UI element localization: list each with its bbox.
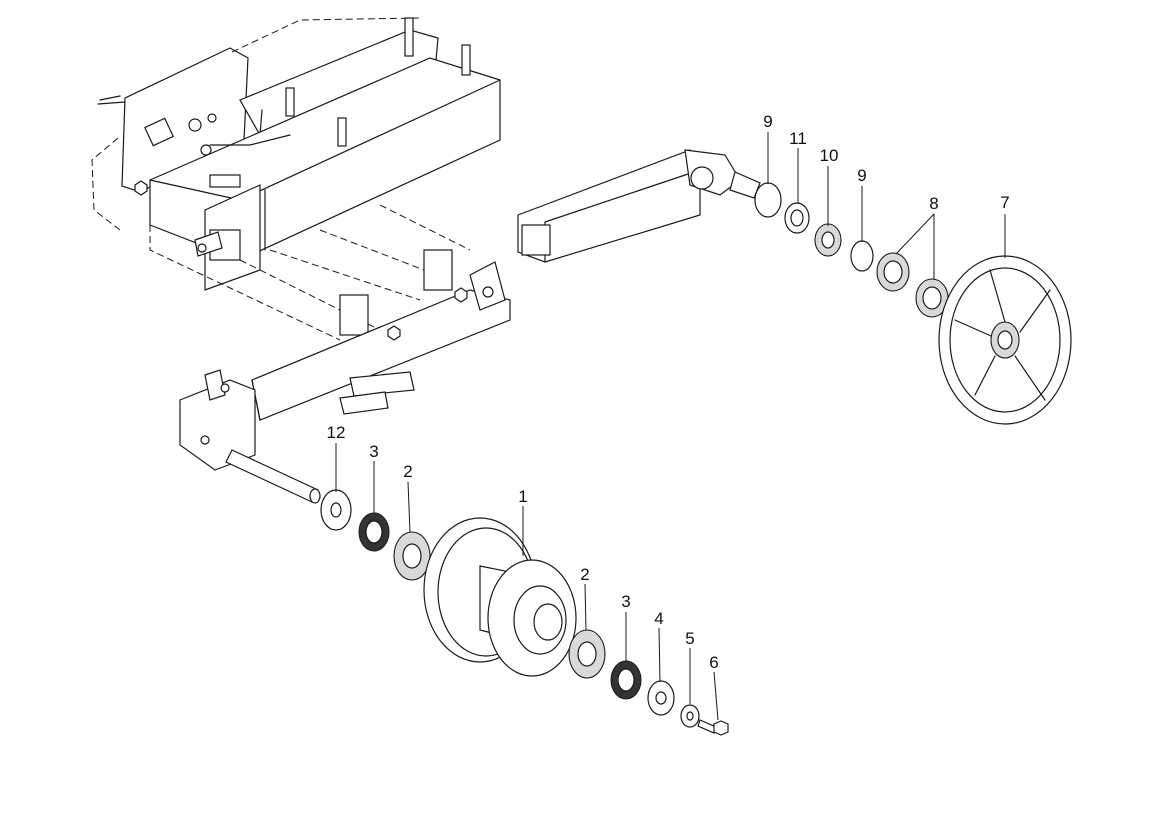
part-3-seal-b (610, 660, 642, 700)
part-9-upper-snap-ring (754, 182, 782, 218)
callout-9-upper: 9 (763, 112, 772, 131)
callout-6: 6 (709, 653, 718, 672)
part-10-spacer (814, 223, 842, 257)
callout-7: 7 (1000, 193, 1009, 212)
part-1-pulley (423, 517, 577, 677)
part-5-lock-washer (680, 704, 700, 728)
part-4-washer (647, 680, 675, 716)
part-6-bolt (697, 719, 729, 736)
part-2-bearing-a (393, 531, 431, 581)
callout-5: 5 (685, 629, 694, 648)
callout-10: 10 (820, 146, 839, 165)
callout-9-lower: 9 (857, 166, 866, 185)
part-7-wheel (938, 255, 1072, 425)
part-8-bearing-b (915, 278, 949, 318)
part-2-bearing-b (568, 629, 606, 679)
part-11-washer (784, 202, 810, 234)
callout-3-upper: 3 (369, 442, 378, 461)
callout-4: 4 (654, 609, 663, 628)
main-frame (91, 17, 761, 504)
leader-lines (335, 132, 1006, 721)
part-12-washer (320, 489, 352, 531)
callout-2-lower: 2 (580, 565, 589, 584)
callout-8: 8 (929, 194, 938, 213)
part-3-seal-a (358, 512, 390, 552)
part-8-bearing-a (876, 252, 910, 292)
part-9-lower-snap-ring (850, 240, 874, 272)
callout-2-upper: 2 (403, 462, 412, 481)
callout-1: 1 (518, 487, 527, 506)
callout-12: 12 (327, 423, 346, 442)
callout-11: 11 (789, 129, 807, 148)
callout-3-lower: 3 (621, 592, 630, 611)
